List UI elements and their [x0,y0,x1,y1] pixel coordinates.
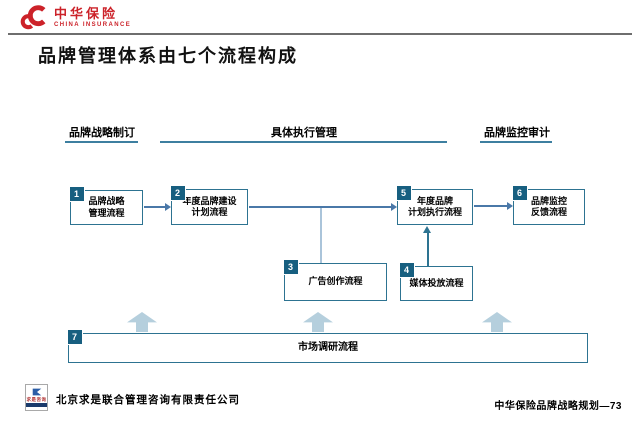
page-footer-label: 中华保险品牌战略规划—73 [494,401,622,412]
arrowhead-right-icon [507,202,513,210]
consultant-logo: 求是咨询 [25,384,48,411]
arrowhead-right-icon [391,203,397,211]
column-underline-left [65,141,138,143]
process-box-1-number: 1 [69,187,85,202]
label-line: 年度品牌建设 [182,195,237,206]
label-line: 媒体投放流程 [409,277,464,288]
process-box-6-label: 品牌监控 反馈流程 [531,196,567,219]
label-line: 品牌监控 [530,195,567,206]
brand-text: 中华保险 CHINA INSURANCE [54,7,131,28]
process-box-6-number: 6 [512,186,528,201]
header-rule [8,33,632,35]
label-line: 年度品牌 [416,195,453,206]
label-line: 广告创作流程 [308,276,363,287]
process-box-3-number: 3 [283,260,299,275]
arrowhead-up-icon [423,226,431,233]
process-box-5: 5 年度品牌 计划执行流程 [396,186,473,225]
up-block-arrow-icon-1 [127,312,157,332]
process-box-5-number: 5 [396,186,412,201]
process-box-2-number: 2 [170,186,186,201]
process-box-7: 7 市场调研流程 [67,330,588,363]
process-box-7-number: 7 [67,330,83,345]
column-header-left: 品牌战略制订 [69,127,135,139]
column-header-right: 品牌监控审计 [484,127,550,139]
company-name: 北京求是联合管理咨询有限责任公司 [56,394,240,406]
process-box-2: 2 年度品牌建设 计划流程 [170,186,248,225]
brand-name-cn: 中华保险 [54,5,119,21]
connector-line [249,206,391,208]
brand-name-en: CHINA INSURANCE [54,21,132,28]
label-line: 市场调研流程 [298,342,358,354]
column-underline-center [160,141,447,143]
connector-line [427,233,429,266]
process-box-1: 1 品牌战略 管理流程 [69,187,143,225]
process-box-3: 3 广告创作流程 [283,260,387,301]
process-box-7-label: 市场调研流程 [298,342,358,354]
up-block-arrow-icon-2 [303,312,333,332]
process-box-1-label: 品牌战略 管理流程 [88,196,124,219]
page-title: 品牌管理体系由七个流程构成 [38,46,298,66]
up-block-arrow-icon-3 [482,312,512,332]
label-line: 管理流程 [88,207,125,218]
label-line: 计划流程 [191,207,228,217]
brand-logo: 中华保险 CHINA INSURANCE [18,4,131,30]
label-line: 计划执行流程 [407,207,462,217]
process-box-3-label: 广告创作流程 [308,276,362,288]
process-box-6: 6 品牌监控 反馈流程 [512,186,585,225]
process-box-2-label: 年度品牌建设 计划流程 [182,196,236,219]
consultant-logo-text: 求是咨询 [26,397,47,402]
consultant-logo-bar [26,403,47,407]
column-underline-right [480,141,552,143]
arrowhead-right-icon [165,203,171,211]
process-box-5-label: 年度品牌 计划执行流程 [408,196,462,219]
connector-line [144,206,165,208]
process-box-4: 4 媒体投放流程 [399,263,473,301]
label-line: 品牌战略 [88,196,125,206]
label-line: 反馈流程 [530,207,567,217]
china-insurance-logo-icon [20,5,46,30]
process-box-4-label: 媒体投放流程 [409,278,463,290]
connector-line [474,205,507,207]
connector-line-2-3 [320,208,322,263]
column-header-center: 具体执行管理 [271,127,337,139]
consultant-logo-icon [32,388,41,396]
process-box-4-number: 4 [399,263,415,278]
